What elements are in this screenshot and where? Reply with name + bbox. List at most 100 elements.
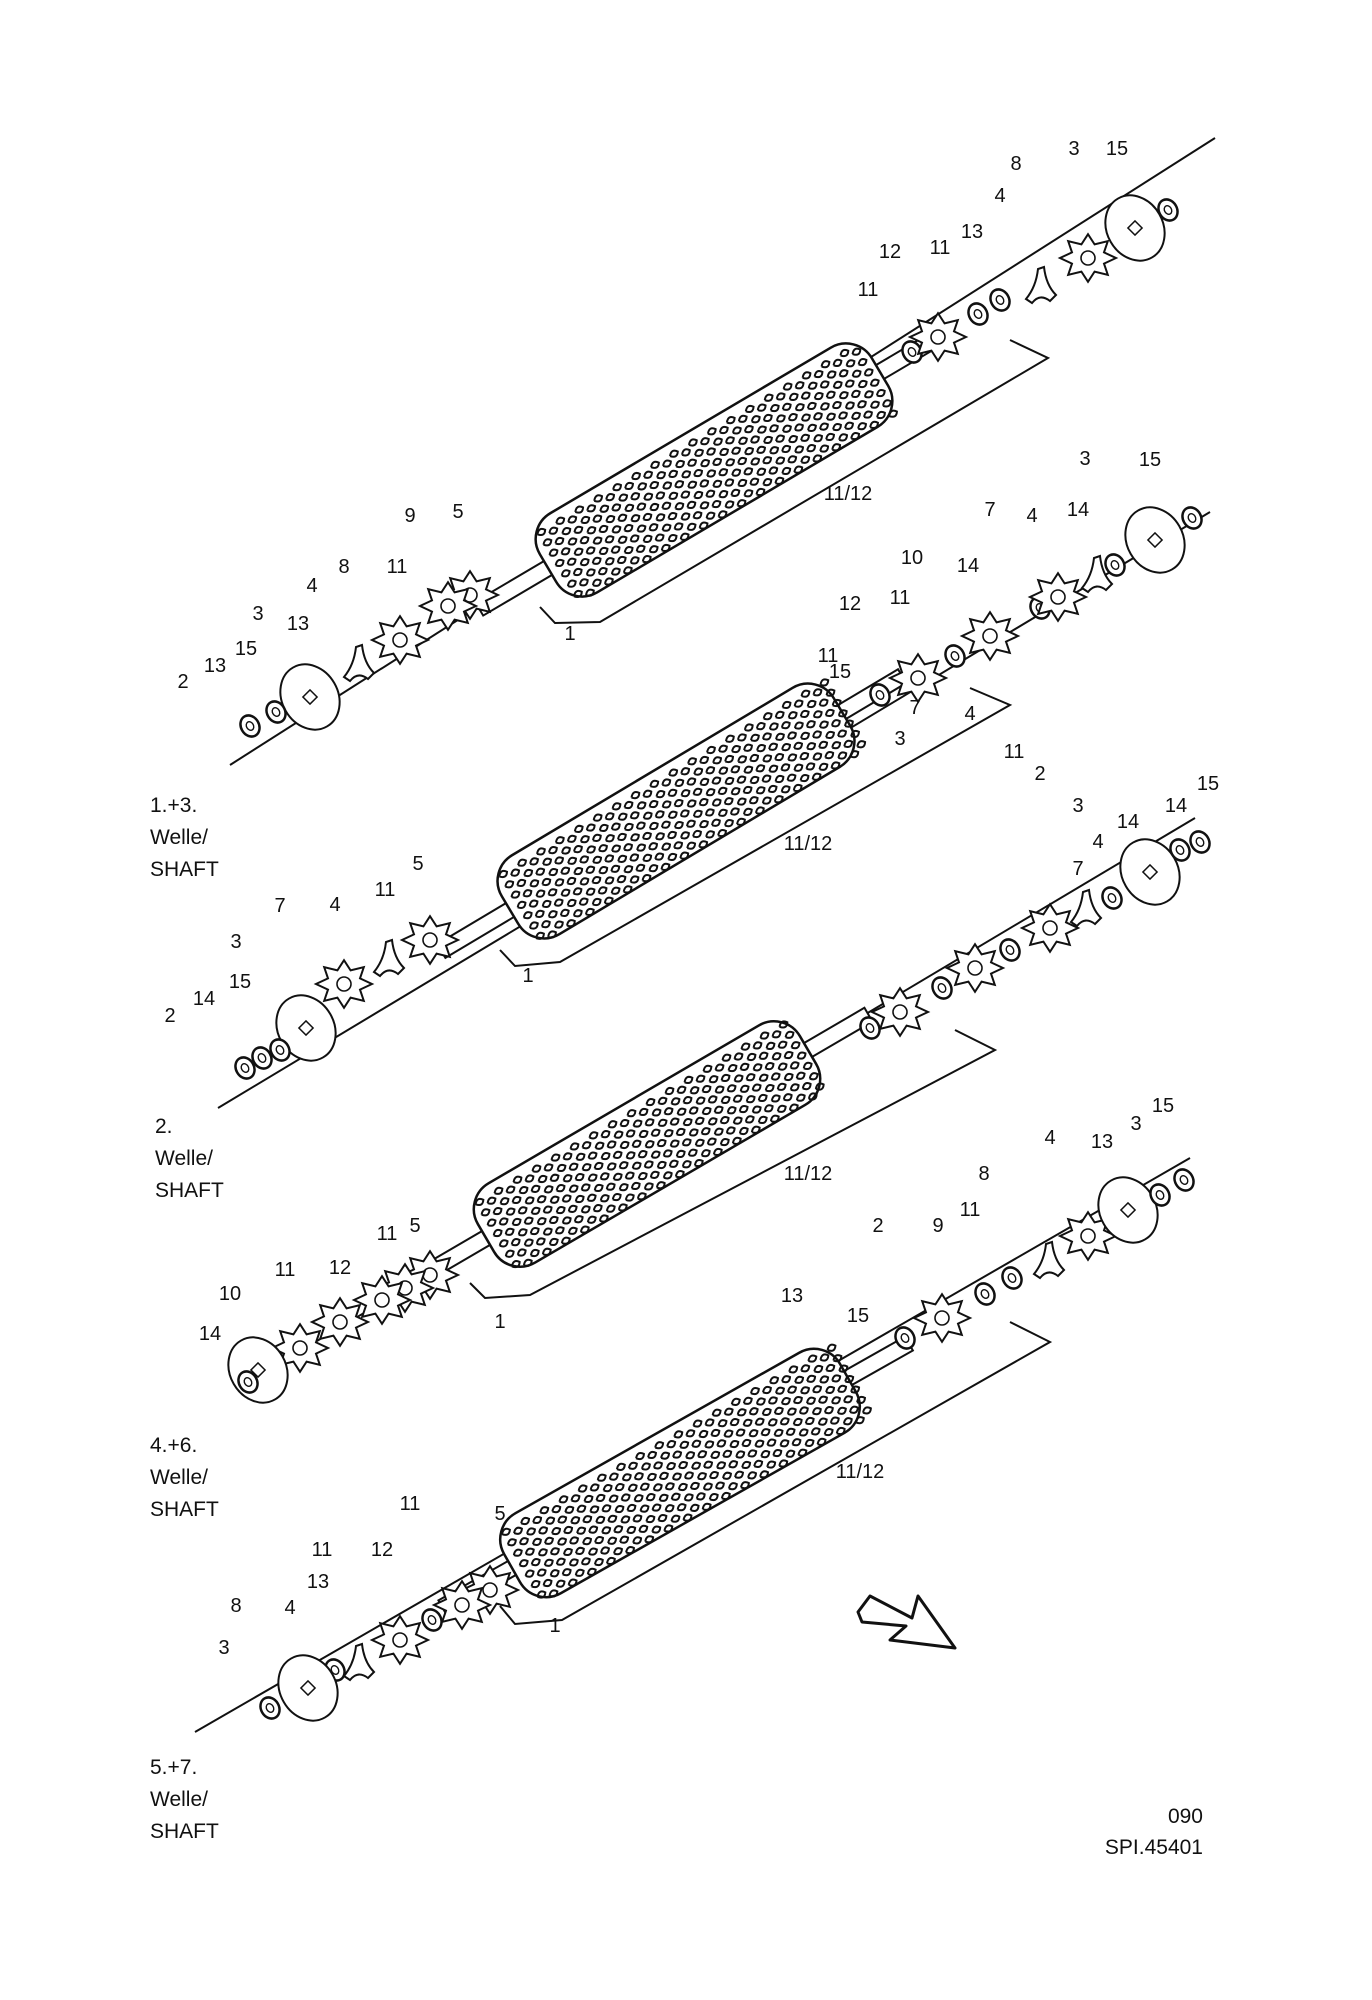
shaft-caption-line: 1.+3. [150,794,197,817]
part-callout: 3 [1079,448,1090,470]
part-callout: 15 [1106,138,1128,160]
part-callout: 11 [890,587,911,609]
part-callout: 11 [1004,741,1025,763]
part-callout: 2 [177,671,188,693]
ring-part [251,1046,273,1070]
part-callout: 3 [218,1637,229,1659]
gear-part [369,614,431,666]
clamp-plate-part [1080,554,1114,594]
part-callout: 11 [377,1223,398,1245]
ring-part [1169,838,1191,862]
part-callout: 15 [229,971,251,993]
part-callout: 15 [829,661,851,683]
ring-part [1001,1266,1023,1290]
part-callout: 14 [1165,795,1187,817]
ring-part [234,1056,256,1080]
part-callout: 13 [307,1571,329,1593]
part-callout: 13 [781,1285,803,1307]
part-callout: 15 [847,1305,869,1327]
part-callout: 3 [1068,138,1079,160]
part-callout: 1 [522,965,533,987]
part-callout: 12 [329,1257,351,1279]
ring-part [1149,1183,1171,1207]
part-callout: 2 [164,1005,175,1027]
ring-part [999,938,1021,962]
part-callout: 4 [306,575,317,597]
group-bracket [499,687,1013,968]
shaft-assembly [194,1157,1195,1733]
ring-part [989,288,1011,312]
shaft-caption-line: Welle/ [150,826,208,849]
ring-part [974,1282,996,1306]
part-callout: 8 [978,1163,989,1185]
ring-part [967,302,989,326]
part-callout: 14 [199,1323,221,1345]
shaft-caption-line: 5.+7. [150,1756,197,1779]
shaft-caption-line: 2. [155,1115,173,1138]
ring-part [269,1038,291,1062]
part-callout: 12 [879,241,901,263]
gear-part [417,580,479,632]
ring-part [259,1696,281,1720]
part-callout: 11 [387,556,408,578]
gear-part [944,942,1006,994]
part-callout: 15 [1152,1095,1174,1117]
group-bracket [469,1029,998,1300]
part-callout: 3 [1072,795,1083,817]
part-callout: 11/12 [824,483,873,505]
shaft-caption-line: Welle/ [150,1788,208,1811]
part-callout: 1 [564,623,575,645]
part-callout: 5 [409,1215,420,1237]
part-callout: 11/12 [784,1163,833,1185]
part-callout: 11 [818,645,839,667]
part-callout: 11 [930,237,951,259]
part-callout: 1 [494,1311,505,1333]
brush-roller [435,667,908,960]
ring-part [859,1016,881,1040]
part-callout: 14 [957,555,979,577]
drawing-reference: SPI.45401 [1105,1836,1203,1859]
clamp-plate-part [1032,1240,1066,1280]
part-callout: 7 [1072,858,1083,880]
ring-part [1101,886,1123,910]
ring-part [265,700,287,724]
part-callout: 5 [412,853,423,875]
ring-part [1157,198,1179,222]
part-callout: 7 [984,499,995,521]
part-callout: 5 [494,1503,505,1525]
clamp-plate-part [342,643,376,683]
ring-part [944,644,966,668]
part-callout: 7 [909,697,920,719]
part-callout: 4 [329,894,340,916]
part-callout: 15 [235,638,257,660]
clamp-plate-part [1069,888,1103,928]
ring-part [1189,830,1211,854]
part-callout: 1 [549,1615,560,1637]
part-callout: 3 [1130,1113,1141,1135]
part-callout: 11 [400,1493,421,1515]
part-callout: 8 [1010,153,1021,175]
gear-part [269,1322,331,1374]
shaft-assembly [227,817,1211,1404]
ring-part [237,1370,259,1394]
part-callout: 10 [901,547,923,569]
part-callout: 2 [872,1215,883,1237]
ring-part [239,714,261,738]
part-callout: 4 [1044,1127,1055,1149]
part-callout: 15 [1197,773,1219,795]
part-callout: 15 [1139,449,1161,471]
part-callout: 3 [894,728,905,750]
gear-part [309,1296,371,1348]
ring-part [1104,553,1126,577]
ring-part [1181,506,1203,530]
gear-part [869,986,931,1038]
part-callout: 8 [338,556,349,578]
shaft-caption-line: 4.+6. [150,1434,197,1457]
part-callout: 14 [1067,499,1089,521]
gear-part [1027,571,1089,623]
gear-part [1019,902,1081,954]
part-callout: 10 [219,1283,241,1305]
disc-part [279,663,341,731]
